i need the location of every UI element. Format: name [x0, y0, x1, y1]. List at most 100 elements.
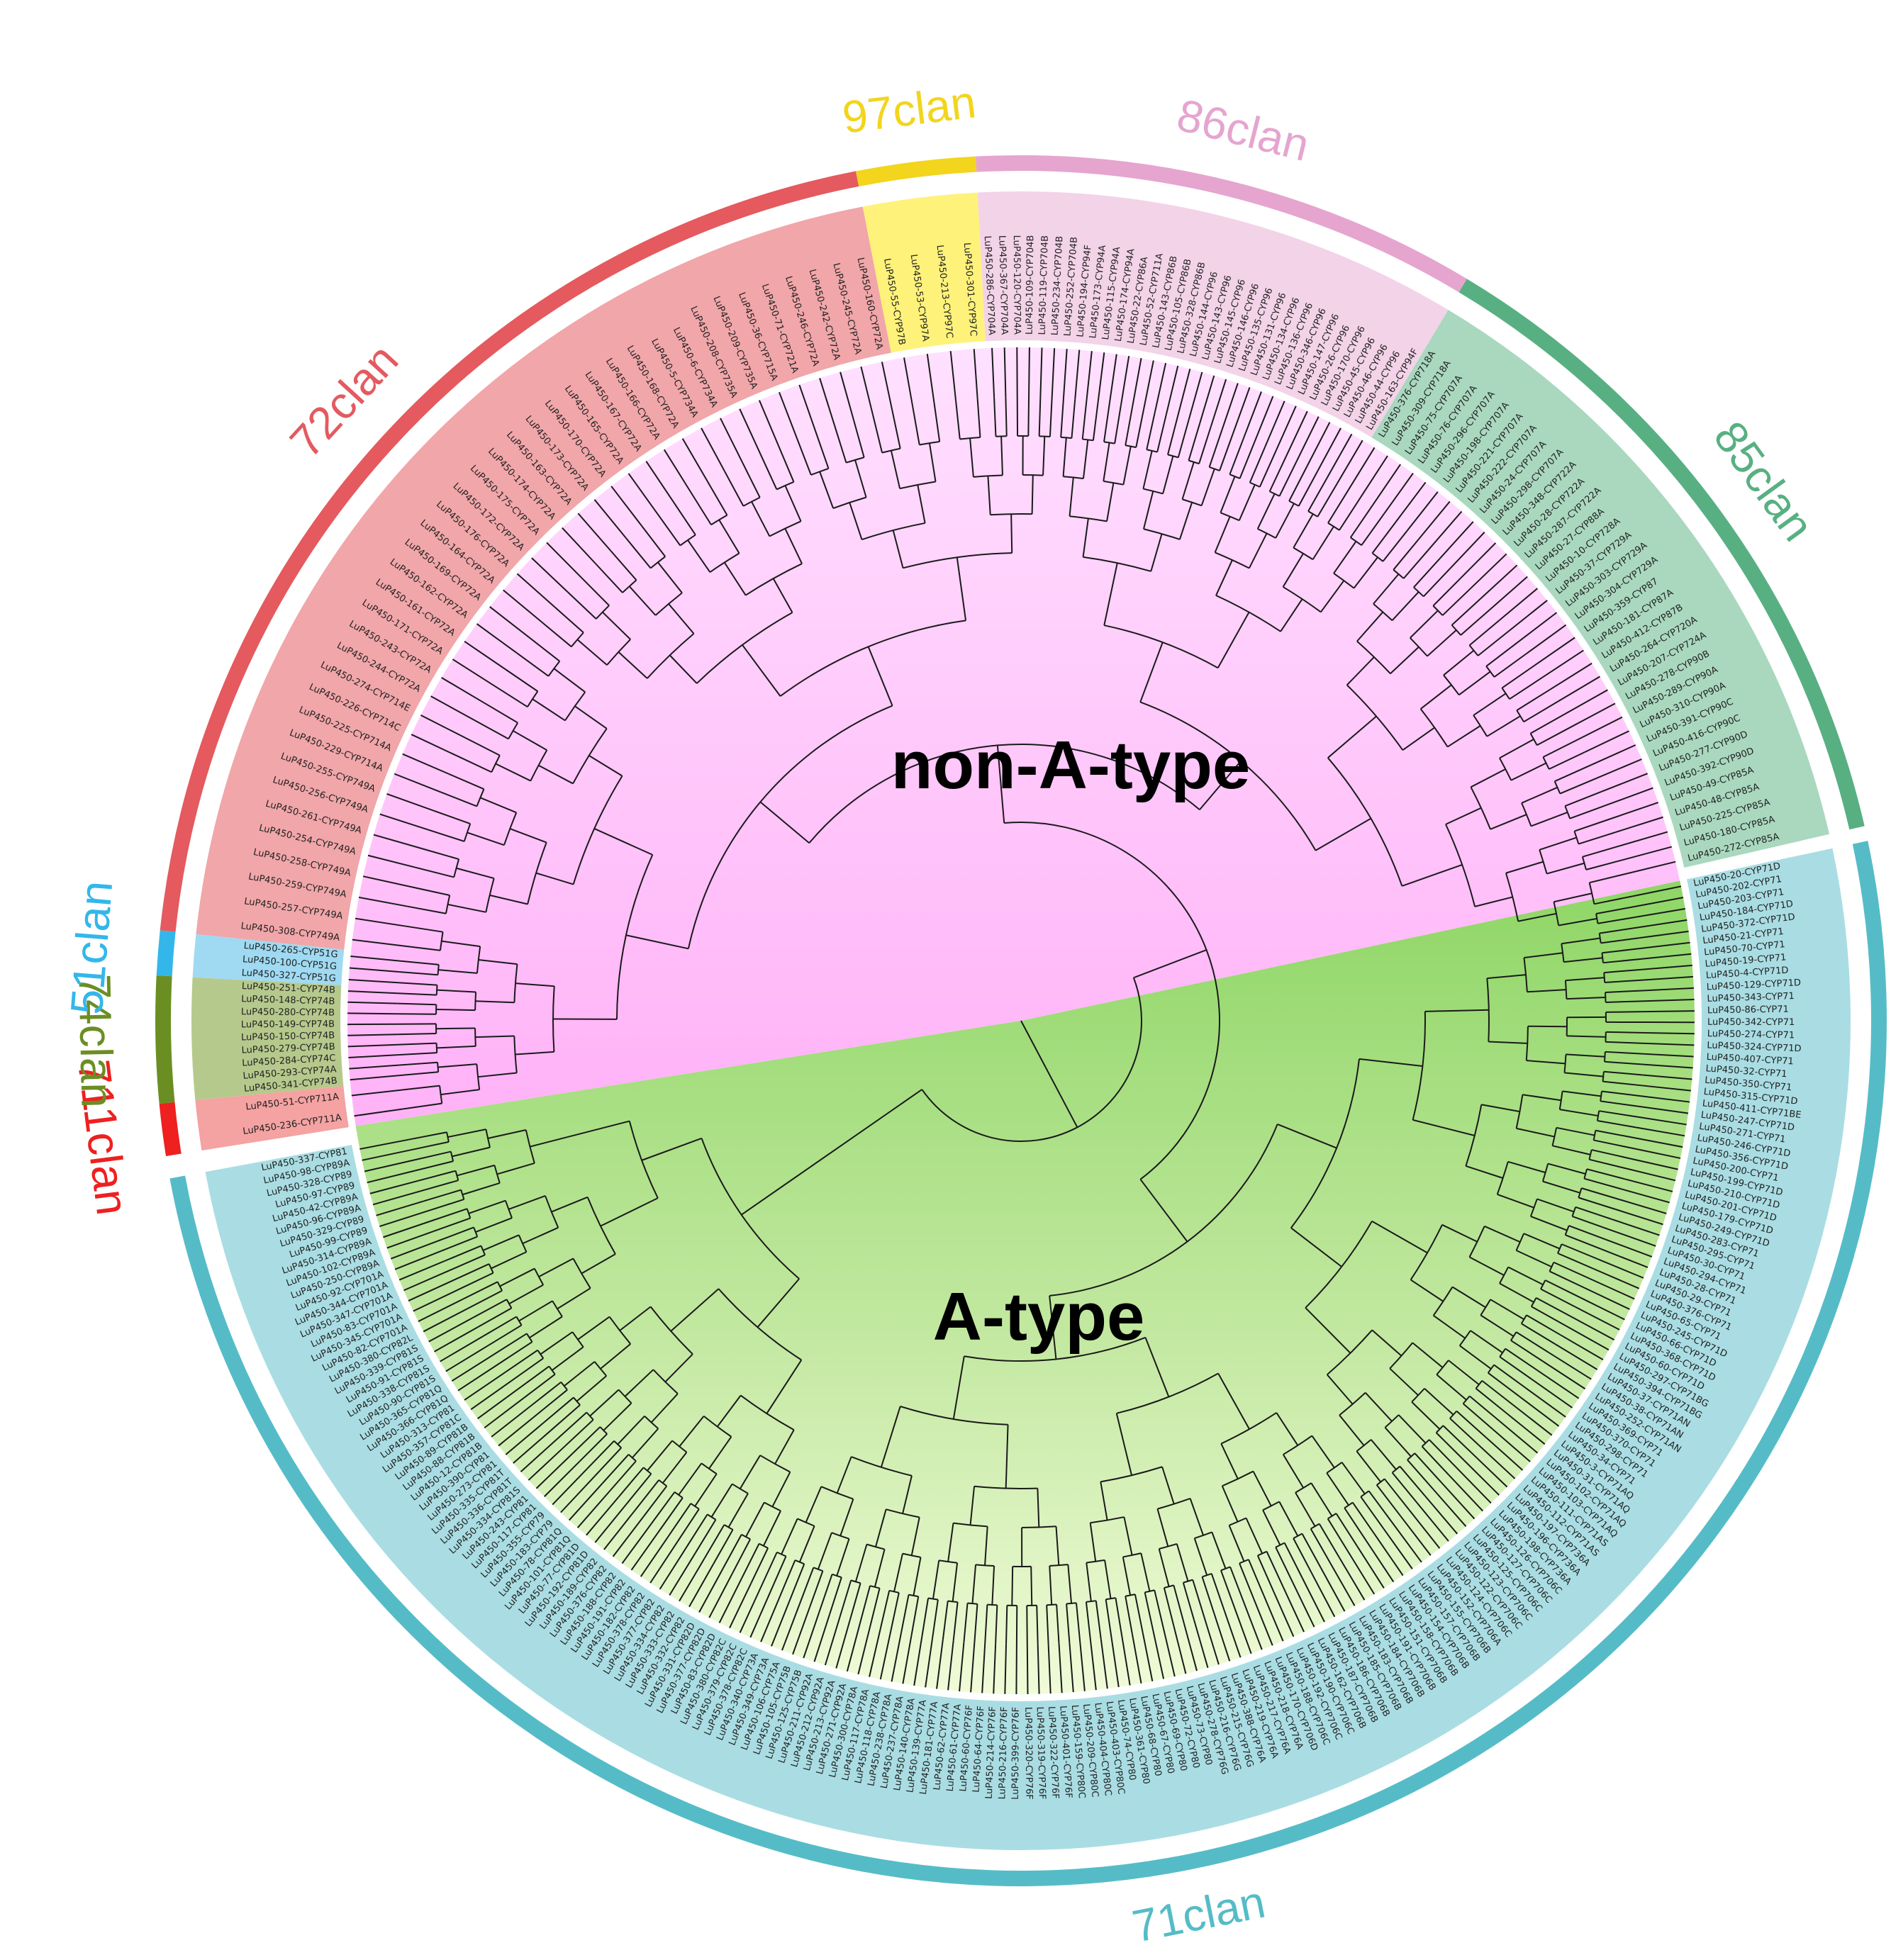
tree-branch — [437, 1062, 440, 1073]
tree-branch — [1290, 1227, 1342, 1267]
tree-branch — [772, 578, 793, 613]
tree-branch — [1605, 1238, 1653, 1258]
tree-branch — [1597, 916, 1636, 924]
tree-branch — [832, 1573, 842, 1579]
tree-branch — [1456, 1467, 1492, 1504]
tree-branch — [991, 347, 995, 398]
tree-branch — [860, 366, 874, 415]
tree-branch — [568, 1482, 603, 1521]
tree-branch — [1563, 689, 1608, 715]
tree-branch — [1605, 1031, 1645, 1034]
tree-branch — [1192, 1579, 1205, 1618]
tree-branch — [1283, 586, 1322, 613]
tree-branch — [557, 1287, 591, 1310]
tree-branch — [1501, 665, 1535, 689]
tree-branch — [1597, 1258, 1644, 1279]
tree-branch — [1022, 474, 1044, 476]
tree-branch — [1220, 1569, 1235, 1608]
tree-branch — [440, 1335, 484, 1362]
tree-branch — [1305, 1221, 1373, 1309]
tree-branch — [1414, 1452, 1442, 1483]
tree-branch — [386, 1231, 434, 1249]
tree-branch — [1460, 542, 1497, 579]
tree-branch — [1536, 1198, 1575, 1213]
tree-branch — [1400, 1515, 1432, 1556]
tree-branch — [1449, 532, 1485, 569]
tree-branch — [1493, 1364, 1527, 1389]
tree-branch — [678, 1462, 703, 1496]
tree-branch — [657, 561, 683, 593]
tree-branch — [1161, 1466, 1175, 1504]
tree-branch — [610, 486, 642, 527]
tree-branch — [1390, 646, 1419, 675]
tree-branch — [1280, 598, 1303, 632]
tree-branch — [589, 1389, 620, 1417]
tree-branch — [1580, 1297, 1625, 1321]
tree-branch — [1326, 1374, 1354, 1405]
tree-branch — [349, 967, 399, 973]
tree-branch — [1475, 1387, 1507, 1414]
tree-branch — [476, 623, 518, 654]
tree-branch — [1221, 1485, 1239, 1523]
tree-branch — [610, 550, 637, 581]
tree-branch — [1193, 1538, 1208, 1576]
tree-branch — [484, 702, 518, 724]
tree-branch — [394, 1250, 442, 1270]
tree-branch — [456, 867, 494, 880]
tree-branch — [1643, 1063, 1693, 1069]
leaf-label: LuP450-367-CYP704A — [996, 235, 1009, 335]
tree-branch — [642, 1485, 668, 1518]
tree-branch — [1540, 1279, 1546, 1289]
tree-branch — [1154, 362, 1167, 412]
tree-branch — [1420, 684, 1452, 710]
tree-branch — [576, 1375, 607, 1402]
tree-branch — [1619, 831, 1668, 847]
tree-branch — [418, 1298, 464, 1323]
tree-branch — [1481, 1379, 1514, 1406]
tree-branch — [553, 668, 586, 693]
tree-branch — [477, 1307, 512, 1328]
clan-band-c85 — [1371, 310, 1830, 868]
tree-branch — [1158, 1548, 1170, 1587]
tree-branch — [593, 499, 627, 539]
tree-branch — [513, 964, 518, 1003]
tree-branch — [505, 1349, 538, 1373]
tree-branch — [673, 502, 696, 536]
tree-branch — [1477, 630, 1510, 656]
clan-band-c71 — [205, 848, 1851, 1850]
tree-branch — [439, 1085, 443, 1104]
tree-branch — [1600, 1100, 1639, 1107]
tree-branch — [1026, 1644, 1029, 1694]
tree-branch — [1499, 1348, 1506, 1357]
tree-branch — [397, 992, 437, 996]
tree-branch — [996, 745, 1005, 824]
tree-branch — [1527, 1025, 1567, 1028]
tree-branch — [1046, 1605, 1049, 1645]
tree-branch — [1632, 885, 1682, 897]
tree-branch — [480, 797, 517, 814]
tree-branch — [1507, 1266, 1544, 1286]
tree-branch — [1254, 396, 1274, 443]
tree-branch — [1424, 1388, 1454, 1416]
tree-branch — [1637, 919, 1688, 929]
tree-branch — [784, 485, 802, 522]
leaf-label: LuP450-119-CYP704B — [1037, 235, 1051, 335]
tree-branch — [1058, 1643, 1063, 1693]
tree-branch — [1534, 637, 1575, 667]
tree-branch — [508, 1284, 544, 1305]
tree-branch — [1198, 426, 1212, 464]
tree-branch — [528, 637, 560, 662]
tree-branch — [433, 810, 471, 825]
tree-branch — [741, 1543, 760, 1579]
tree-branch — [1521, 1323, 1556, 1345]
tree-branch — [739, 1587, 762, 1633]
tree-branch — [1295, 1482, 1312, 1494]
tree-branch — [1611, 802, 1659, 819]
tree-branch — [367, 854, 417, 868]
tree-branch — [577, 1316, 610, 1340]
tree-branch — [969, 438, 974, 478]
tree-branch — [707, 1513, 717, 1521]
tree-branch — [399, 1071, 439, 1077]
tree-branch — [974, 1603, 978, 1643]
tree-branch — [540, 1331, 574, 1355]
